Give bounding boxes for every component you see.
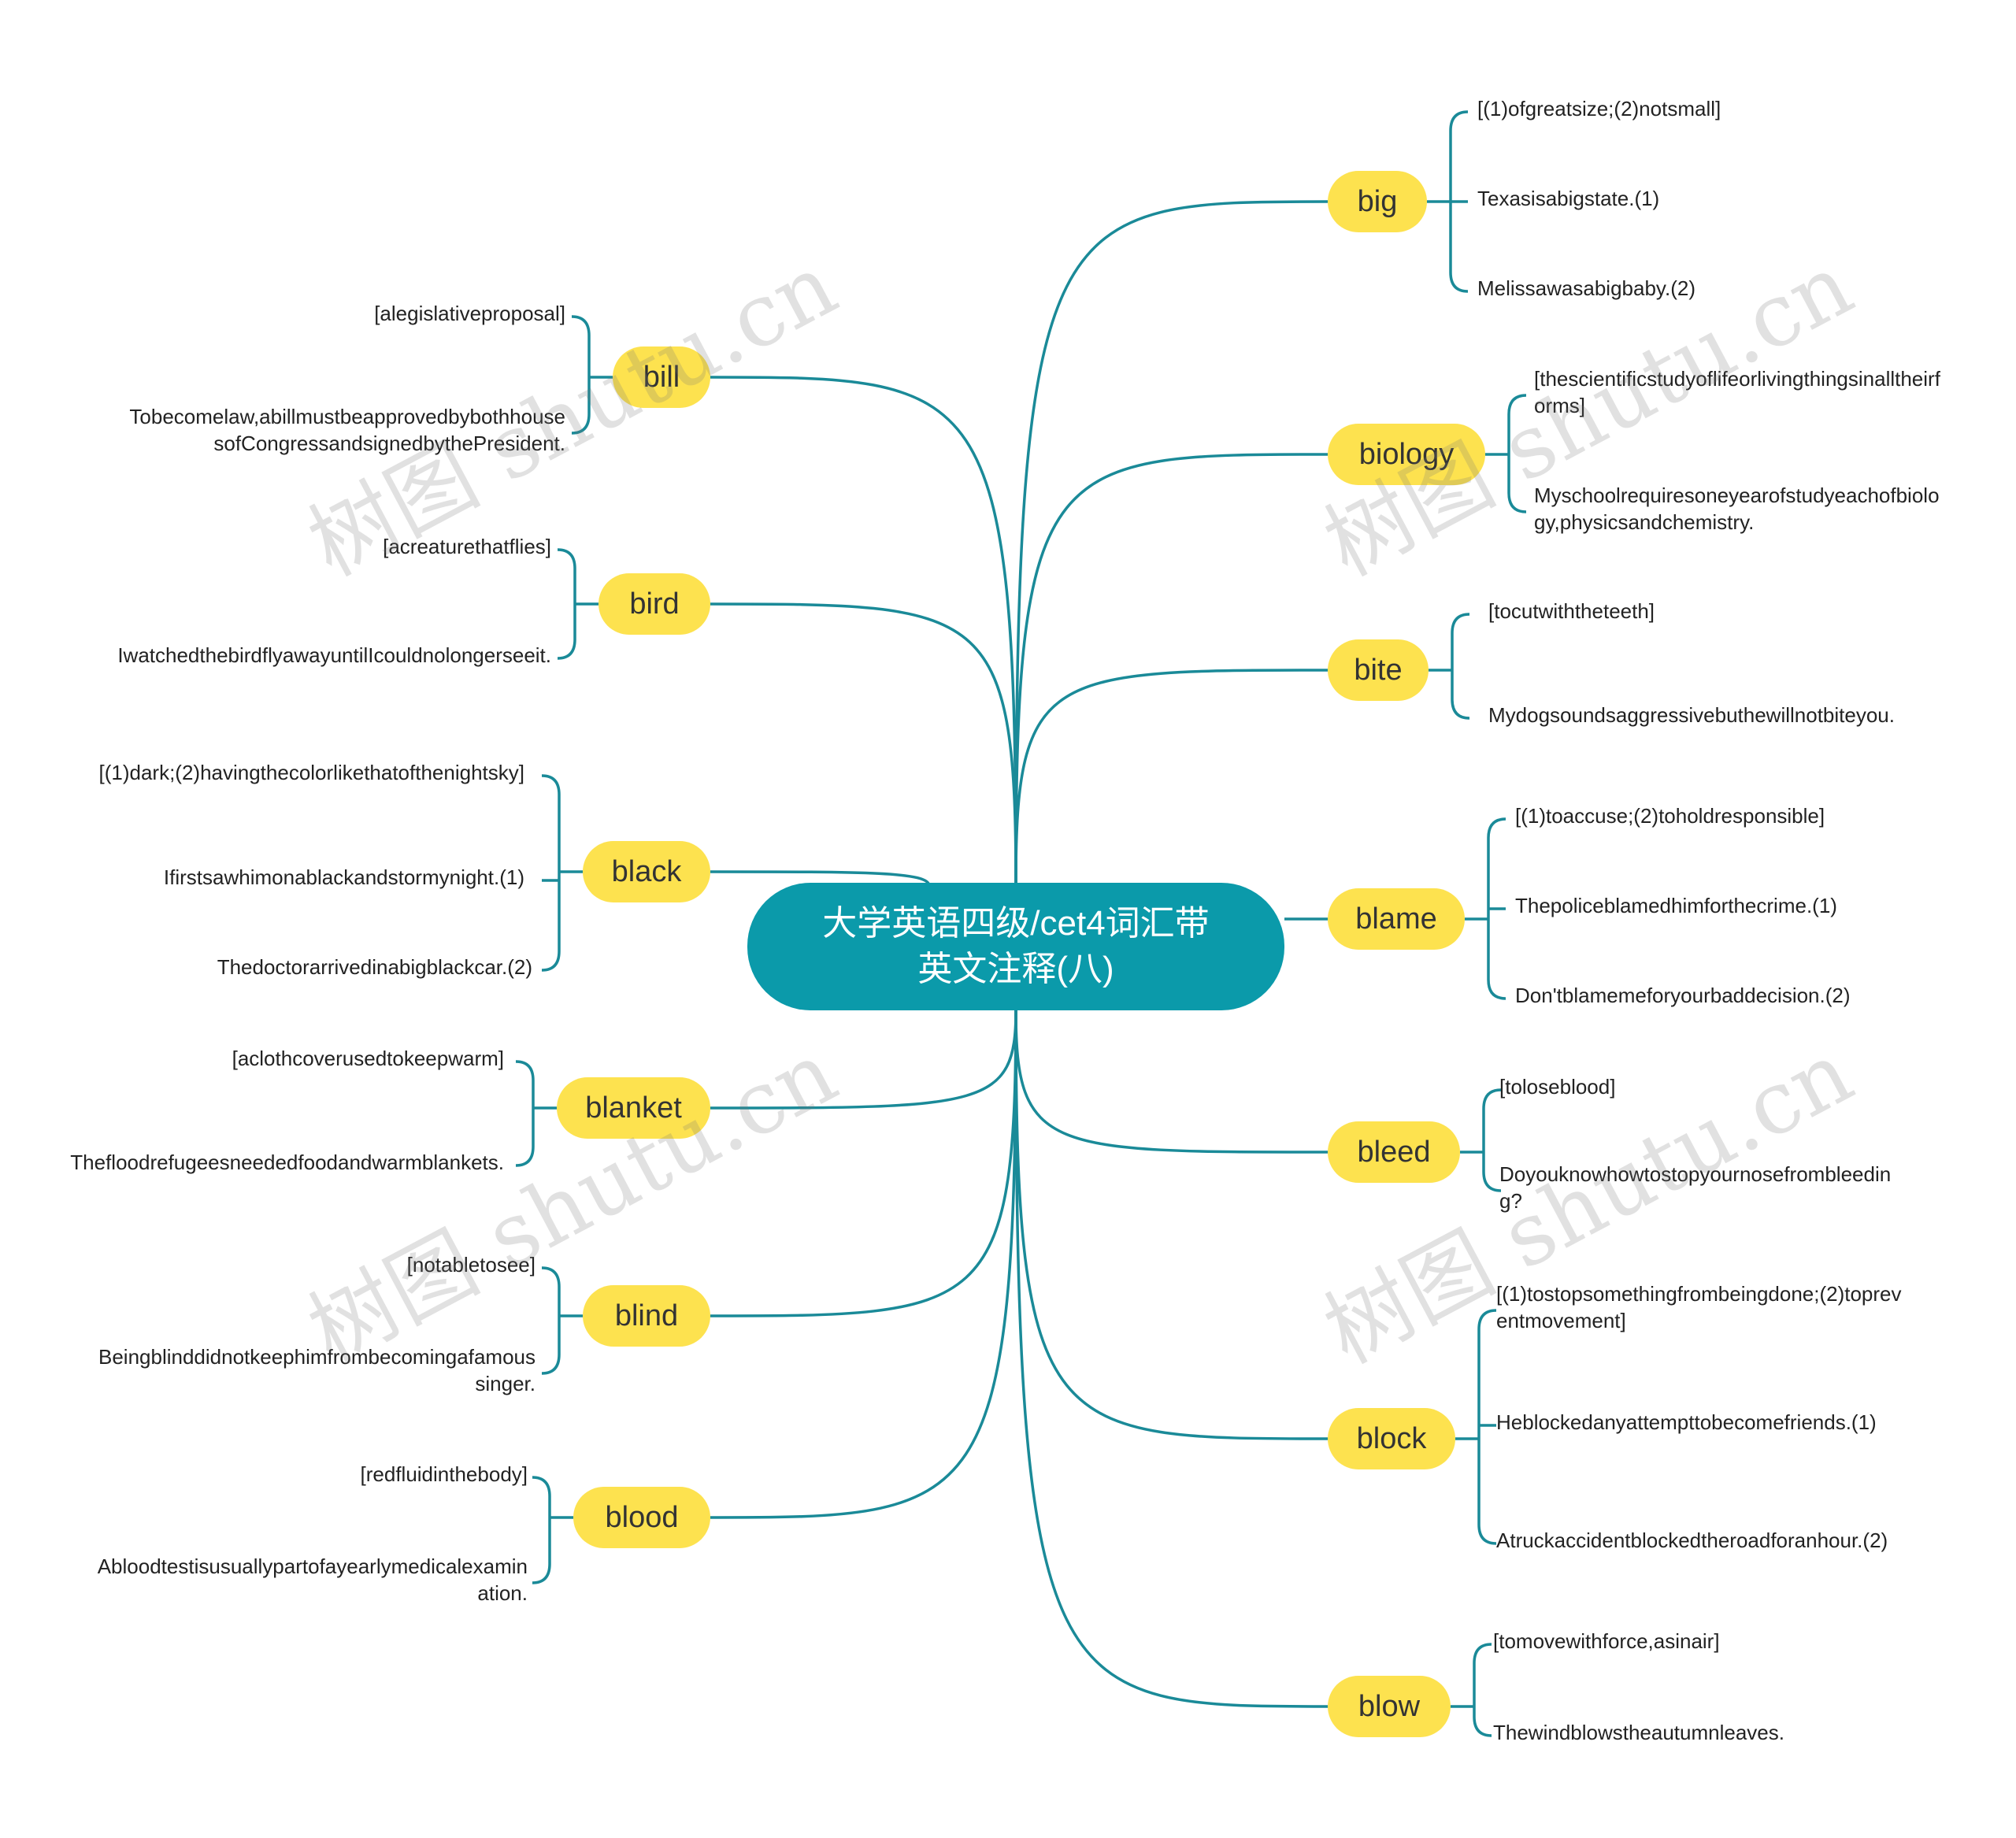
leaf-text: [tocutwiththeteeth]: [1488, 599, 1655, 623]
topic-big[interactable]: big: [1328, 171, 1427, 232]
leaf-text: Ifirstsawhimonablackandstormynight.(1): [163, 865, 524, 889]
leaf-text: Texasisabigstate.(1): [1477, 187, 1660, 210]
connector-line: [1473, 1643, 1492, 1737]
leaf-text: [(1)toaccuse;(2)toholdresponsible]: [1515, 804, 1825, 828]
topic-bird[interactable]: bird: [598, 573, 710, 635]
central-topic[interactable]: 大学英语四级/cet4词汇带英文注释(八): [747, 883, 1284, 1010]
topic-black[interactable]: black: [583, 841, 710, 902]
central-topic-label: 大学英语四级/cet4词汇带英文注释(八): [822, 904, 1210, 988]
topic-bill[interactable]: bill: [613, 346, 710, 408]
connector-line: [710, 1010, 1017, 1317]
topic-label: blind: [614, 1299, 679, 1332]
leaf-text: Beingblinddidnotkeephimfrombecomingafamo…: [98, 1345, 536, 1395]
topic-label: bill: [643, 360, 680, 394]
connector-line: [1014, 200, 1329, 884]
leaf-text: [(1)tostopsomethingfrombeingdone;(2)topr…: [1496, 1282, 1902, 1332]
topic-blame[interactable]: blame: [1328, 888, 1465, 950]
leaf-text: Thewindblowstheautumnleaves.: [1493, 1721, 1784, 1744]
connector-line: [541, 774, 561, 972]
connector-line: [710, 376, 1017, 884]
leaf-text: Abloodtestisusuallypartofayearlymedicale…: [97, 1555, 528, 1605]
topic-label: blame: [1355, 902, 1437, 936]
leaf-text: IwatchedthebirdflyawayuntilIcouldnolonge…: [117, 643, 551, 667]
connector-line: [710, 870, 931, 887]
topic-label: blood: [605, 1500, 679, 1534]
topic-label: block: [1356, 1421, 1427, 1455]
leaf-text: [tomovewithforce,asinair]: [1493, 1629, 1720, 1653]
connector-line: [557, 548, 576, 660]
connector-line: [1014, 1010, 1329, 1154]
connector-line: [1014, 1010, 1329, 1708]
topic-label: blanket: [585, 1091, 682, 1125]
topic-label: blow: [1358, 1689, 1421, 1723]
leaf-text: [(1)dark;(2)havingthecolorlikethatofthen…: [98, 761, 524, 784]
topic-block[interactable]: block: [1328, 1408, 1455, 1469]
leaf-text: [aclothcoverusedtokeepwarm]: [232, 1047, 504, 1070]
connector-line: [1451, 613, 1470, 720]
leaf-text: Tobecomelaw,abillmustbeapprovedbybothhou…: [129, 405, 565, 455]
topic-bleed[interactable]: bleed: [1328, 1121, 1460, 1183]
leaf-text: [acreaturethatflies]: [383, 535, 551, 558]
leaf-text: Mydogsoundsaggressivebuthewillnotbiteyou…: [1488, 703, 1895, 727]
topic-label: bird: [629, 587, 680, 621]
connector-line: [541, 1266, 561, 1375]
leaf-text: Heblockedanyattempttobecomefriends.(1): [1496, 1410, 1877, 1434]
leaf-text: [redfluidinthebody]: [360, 1462, 528, 1486]
topic-label: bite: [1354, 653, 1403, 687]
leaf-text: [notabletosee]: [406, 1253, 536, 1277]
connector-line: [710, 1010, 1017, 1110]
connector-line: [1014, 453, 1329, 884]
leaf-text: Atruckaccidentblockedtheroadforanhour.(2…: [1496, 1529, 1888, 1552]
topic-blow[interactable]: blow: [1328, 1676, 1451, 1737]
leaf-text: Thepoliceblamedhimforthecrime.(1): [1515, 894, 1837, 917]
leaf-text: Thefloodrefugeesneededfoodandwarmblanket…: [70, 1151, 504, 1174]
connector-line: [710, 1010, 1017, 1519]
topic-blood[interactable]: blood: [573, 1487, 710, 1548]
topic-blind[interactable]: blind: [583, 1285, 710, 1347]
leaf-text: Doyouknowhowtostopyournosefrombleeding?: [1499, 1162, 1892, 1213]
connector-line: [1014, 1010, 1329, 1440]
leaf-text: Melissawasabigbaby.(2): [1477, 276, 1695, 300]
connector-line: [710, 602, 1017, 884]
connector-line: [1507, 394, 1527, 513]
leaf-text: Myschoolrequiresoneyearofstudyeachofbiol…: [1534, 484, 1940, 534]
topic-biology[interactable]: biology: [1328, 424, 1485, 485]
connector-line: [1477, 1309, 1497, 1545]
leaf-text: Thedoctorarrivedinabigblackcar.(2): [217, 955, 532, 979]
connector-line: [515, 1060, 535, 1167]
topic-label: bleed: [1357, 1135, 1431, 1169]
topic-label: black: [611, 854, 682, 888]
connector-line: [571, 315, 591, 435]
leaf-text: Don'tblamemeforyourbaddecision.(2): [1515, 984, 1851, 1007]
leaf-text: [toloseblood]: [1499, 1075, 1616, 1099]
topic-bite[interactable]: bite: [1328, 639, 1429, 701]
topic-label: big: [1357, 184, 1398, 218]
leaf-text: [thescientificstudyoflifeorlivingthingsi…: [1534, 367, 1940, 417]
connector-line: [532, 1476, 551, 1584]
connector-line: [1014, 669, 1329, 884]
connector-line: [1482, 1088, 1502, 1192]
topic-blanket[interactable]: blanket: [557, 1077, 710, 1139]
topic-label: biology: [1358, 437, 1455, 471]
leaf-text: [(1)ofgreatsize;(2)notsmall]: [1477, 97, 1721, 120]
leaf-text: [alegislativeproposal]: [374, 302, 565, 325]
